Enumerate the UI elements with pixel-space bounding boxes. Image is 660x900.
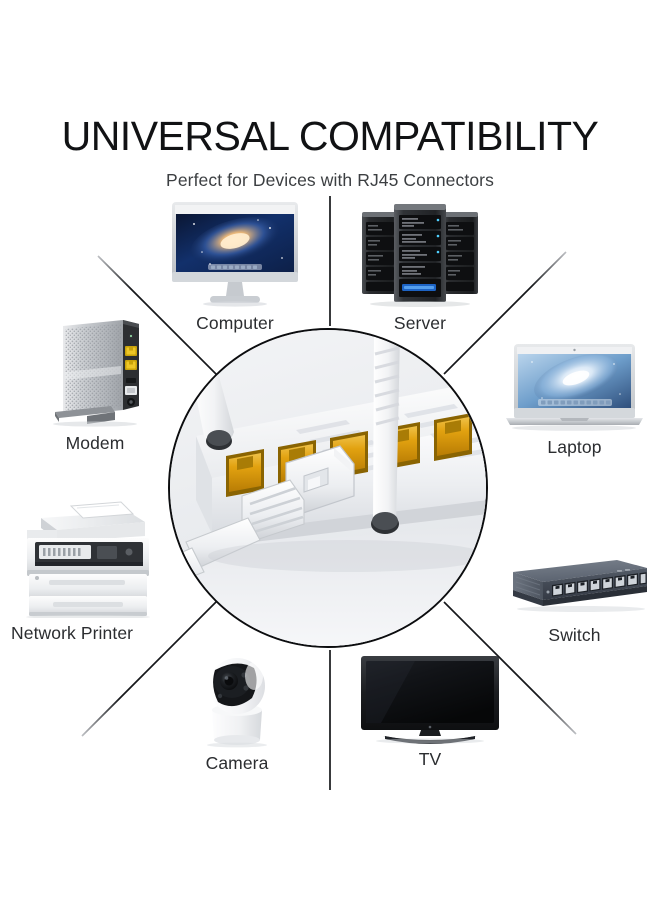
device-label-switch: Switch <box>548 625 601 645</box>
ethernet-cable-plug <box>170 445 355 586</box>
network-switch-icon <box>497 552 652 620</box>
device-label-tv: TV <box>418 749 442 769</box>
device-node-laptop: Laptop <box>502 340 647 458</box>
device-label-printer: Network Printer <box>11 623 134 643</box>
device-node-modem: Modem <box>15 316 175 454</box>
ip-camera-icon <box>182 648 292 748</box>
page-subtitle: Perfect for Devices with RJ45 Connectors <box>166 170 494 190</box>
device-node-computer: Computer <box>150 200 320 334</box>
desktop-computer-icon <box>150 200 320 308</box>
device-node-tv: TV <box>355 652 505 770</box>
device-label-computer: Computer <box>196 313 274 333</box>
device-node-server: Server <box>350 198 490 334</box>
cable-modem-icon <box>15 316 175 428</box>
server-rack-icon <box>350 198 490 308</box>
device-node-printer: Network Printer <box>5 500 170 644</box>
header: UNIVERSAL COMPATIBILITY Perfect for Devi… <box>0 0 660 191</box>
center-hub-router-photo <box>168 328 488 648</box>
device-label-laptop: Laptop <box>547 437 602 457</box>
device-label-server: Server <box>393 313 447 333</box>
television-icon <box>355 652 505 744</box>
antenna-right <box>371 334 400 534</box>
device-node-camera: Camera <box>182 648 292 774</box>
page-title: UNIVERSAL COMPATIBILITY <box>61 113 599 159</box>
laptop-icon <box>502 340 647 432</box>
router-rj45-closeup-icon <box>170 330 486 646</box>
printer-icon <box>5 500 170 618</box>
device-node-switch: Switch <box>497 552 652 646</box>
antenna-left <box>190 358 234 450</box>
device-label-camera: Camera <box>205 753 269 773</box>
device-label-modem: Modem <box>65 433 125 453</box>
